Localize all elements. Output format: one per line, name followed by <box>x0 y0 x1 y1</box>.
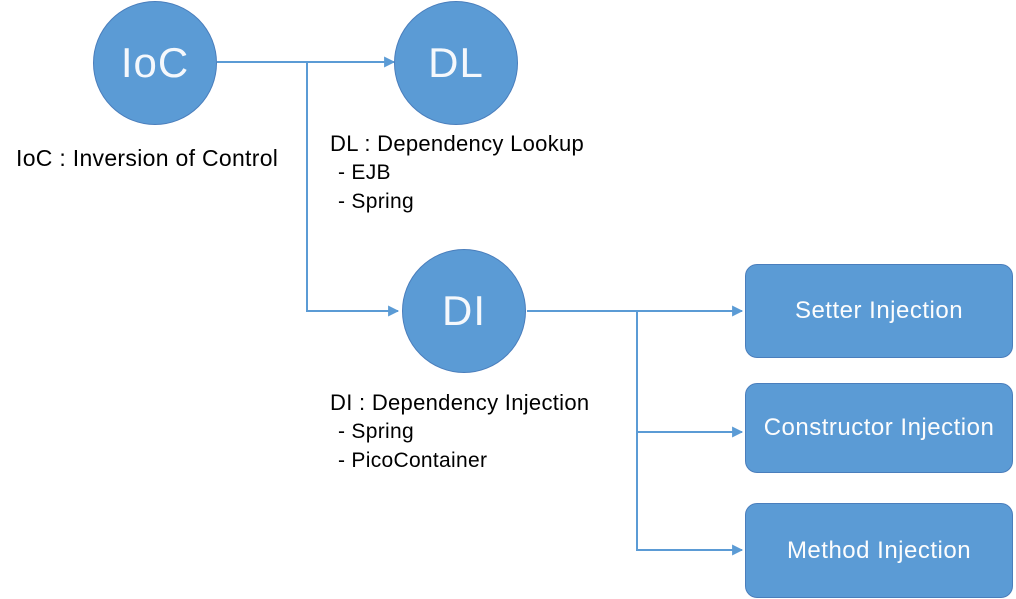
node-dl-label: DL <box>428 39 484 86</box>
constructor-injection-label: Constructor Injection <box>763 414 995 441</box>
caption-di: DI : Dependency Injection - Spring - Pic… <box>330 388 589 475</box>
caption-dl-item-spring: - Spring <box>338 189 414 213</box>
caption-dl-title: DL : Dependency Lookup <box>330 131 585 156</box>
node-setter-injection: Setter Injection <box>745 264 1013 358</box>
caption-di-item-picocontainer: - PicoContainer <box>338 448 488 472</box>
node-method-injection: Method Injection <box>745 503 1013 598</box>
node-di-label: DI <box>442 287 486 334</box>
edge-di-method <box>636 432 744 556</box>
node-constructor-injection: Constructor Injection <box>745 383 1013 473</box>
node-ioc: IoC <box>93 1 217 125</box>
caption-ioc: IoC : Inversion of Control <box>16 145 279 171</box>
node-ioc-label: IoC <box>120 39 190 86</box>
method-injection-label: Method Injection <box>786 536 972 564</box>
caption-dl: DL : Dependency Lookup - EJB - Spring <box>330 129 584 216</box>
caption-di-title: DI : Dependency Injection <box>330 390 590 415</box>
caption-di-item-spring: - Spring <box>338 420 414 443</box>
node-di: DI <box>402 249 526 373</box>
edge-di-constructor <box>636 311 744 438</box>
setter-injection-label: Setter Injection <box>794 297 964 324</box>
node-dl: DL <box>394 1 518 125</box>
caption-dl-item-ejb: - EJB <box>338 161 391 184</box>
